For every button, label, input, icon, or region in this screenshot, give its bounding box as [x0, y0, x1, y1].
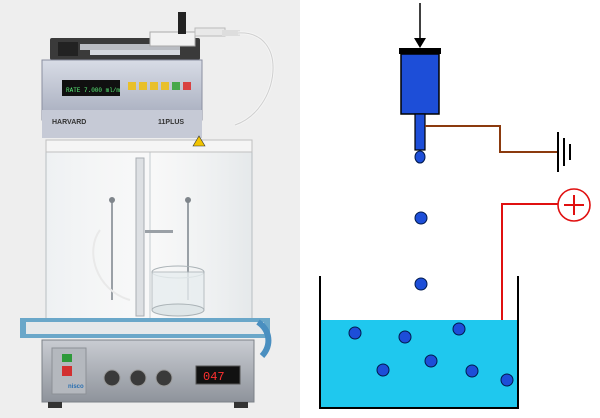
knob-icon: [155, 369, 173, 387]
apparatus-photo: RATE 7.000 ml/m HARVARD 11PLUS: [0, 0, 300, 418]
droplet: [414, 211, 428, 225]
electrospray-schematic: [319, 3, 591, 409]
control-base: nisco 047: [41, 339, 255, 408]
ground-symbol-icon: [557, 132, 571, 172]
droplet: [414, 150, 426, 164]
particle: [424, 354, 438, 368]
apparatus-illustration: RATE 7.000 ml/m HARVARD 11PLUS: [20, 12, 275, 408]
knob-icon: [129, 369, 147, 387]
falling-droplets: [414, 150, 428, 291]
electrospray-diagram: [300, 0, 600, 418]
pump-display-text: RATE 7.000 ml/m: [66, 87, 120, 94]
glass-enclosure: [45, 135, 253, 336]
down-arrow-icon: [414, 3, 426, 48]
plus-circle-icon: [557, 188, 591, 222]
particle: [465, 364, 479, 378]
particle: [376, 363, 390, 377]
knob-icon: [103, 369, 121, 387]
pump-brand-label: HARVARD: [52, 119, 86, 126]
particle: [398, 330, 412, 344]
collection-bath: [319, 276, 519, 409]
syringe-icon: [399, 48, 441, 151]
particle: [348, 326, 362, 340]
particle: [452, 322, 466, 336]
base-display-text: 047: [203, 370, 225, 384]
base-brand-label: nisco: [68, 384, 84, 390]
droplet: [414, 277, 428, 291]
particle: [500, 373, 514, 387]
syringe-pump: RATE 7.000 ml/m HARVARD 11PLUS: [41, 12, 275, 138]
pump-model-label: 11PLUS: [158, 119, 184, 126]
